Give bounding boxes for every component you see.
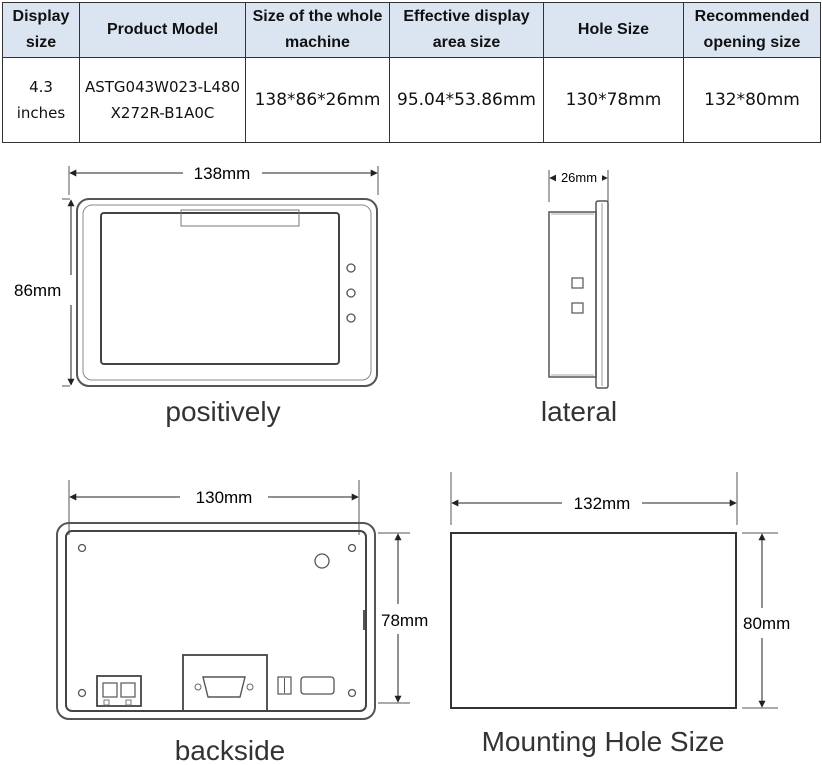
mounting-hole-outline (450, 532, 737, 709)
front-height-label: 86mm (14, 281, 61, 300)
side-depth-label: 26mm (561, 170, 597, 185)
mounting-hole-view: 132mm 80mm Mounting Hole Size (450, 472, 790, 757)
screw-icon (77, 543, 87, 553)
cell-opening-size: 132*80mm (683, 57, 821, 143)
hole-height-label: 80mm (743, 614, 790, 633)
front-view: 138mm 86mm positively (14, 164, 379, 427)
cell-whole-machine: 138*86*26mm (245, 57, 390, 143)
back-height-label: 78mm (381, 611, 428, 630)
back-caption: backside (175, 735, 286, 765)
header-display-size: Display size (2, 2, 80, 58)
serial-port-housing (182, 654, 268, 712)
cell-effective-area: 95.04*53.86mm (389, 57, 544, 143)
front-bezel (76, 198, 378, 387)
indicator-led-icon (346, 288, 356, 298)
table-header-row: Display size Product Model Size of the w… (2, 2, 821, 58)
dip-switch-icon (277, 676, 292, 695)
header-effective-area: Effective display area size (389, 2, 544, 58)
table-row: 4.3 inches ASTG043W023-L480X272R-B1A0C 1… (2, 57, 821, 143)
back-view: 130mm 78mm backside (56, 480, 428, 765)
cell-hole-size: 130*78mm (543, 57, 684, 143)
hole-width-label: 132mm (574, 494, 631, 513)
side-bezel (595, 200, 609, 389)
header-product-model: Product Model (79, 2, 246, 58)
side-body (548, 211, 597, 378)
hole-caption: Mounting Hole Size (482, 726, 725, 757)
db9-connector-icon (202, 676, 246, 698)
front-screen (100, 212, 340, 365)
side-caption: lateral (541, 396, 617, 427)
front-caption: positively (165, 396, 280, 427)
indicator-led-icon (346, 313, 356, 323)
front-width-label: 138mm (194, 164, 251, 183)
power-terminal-icon (96, 675, 142, 707)
back-frame (56, 522, 376, 720)
screw-icon (347, 543, 357, 553)
back-panel (65, 530, 367, 712)
button-hole-icon (314, 553, 330, 569)
screw-icon (77, 688, 87, 698)
spec-table: Display size Product Model Size of the w… (2, 2, 821, 143)
indicator-led-icon (346, 263, 356, 273)
usb-port-icon (300, 676, 335, 695)
cell-product-model: ASTG043W023-L480X272R-B1A0C (79, 57, 246, 143)
side-view: 26mm lateral (541, 170, 617, 427)
back-width-label: 130mm (196, 488, 253, 507)
screw-icon (347, 688, 357, 698)
header-opening-size: Recommended opening size (683, 2, 821, 58)
header-whole-machine: Size of the whole machine (245, 2, 390, 58)
